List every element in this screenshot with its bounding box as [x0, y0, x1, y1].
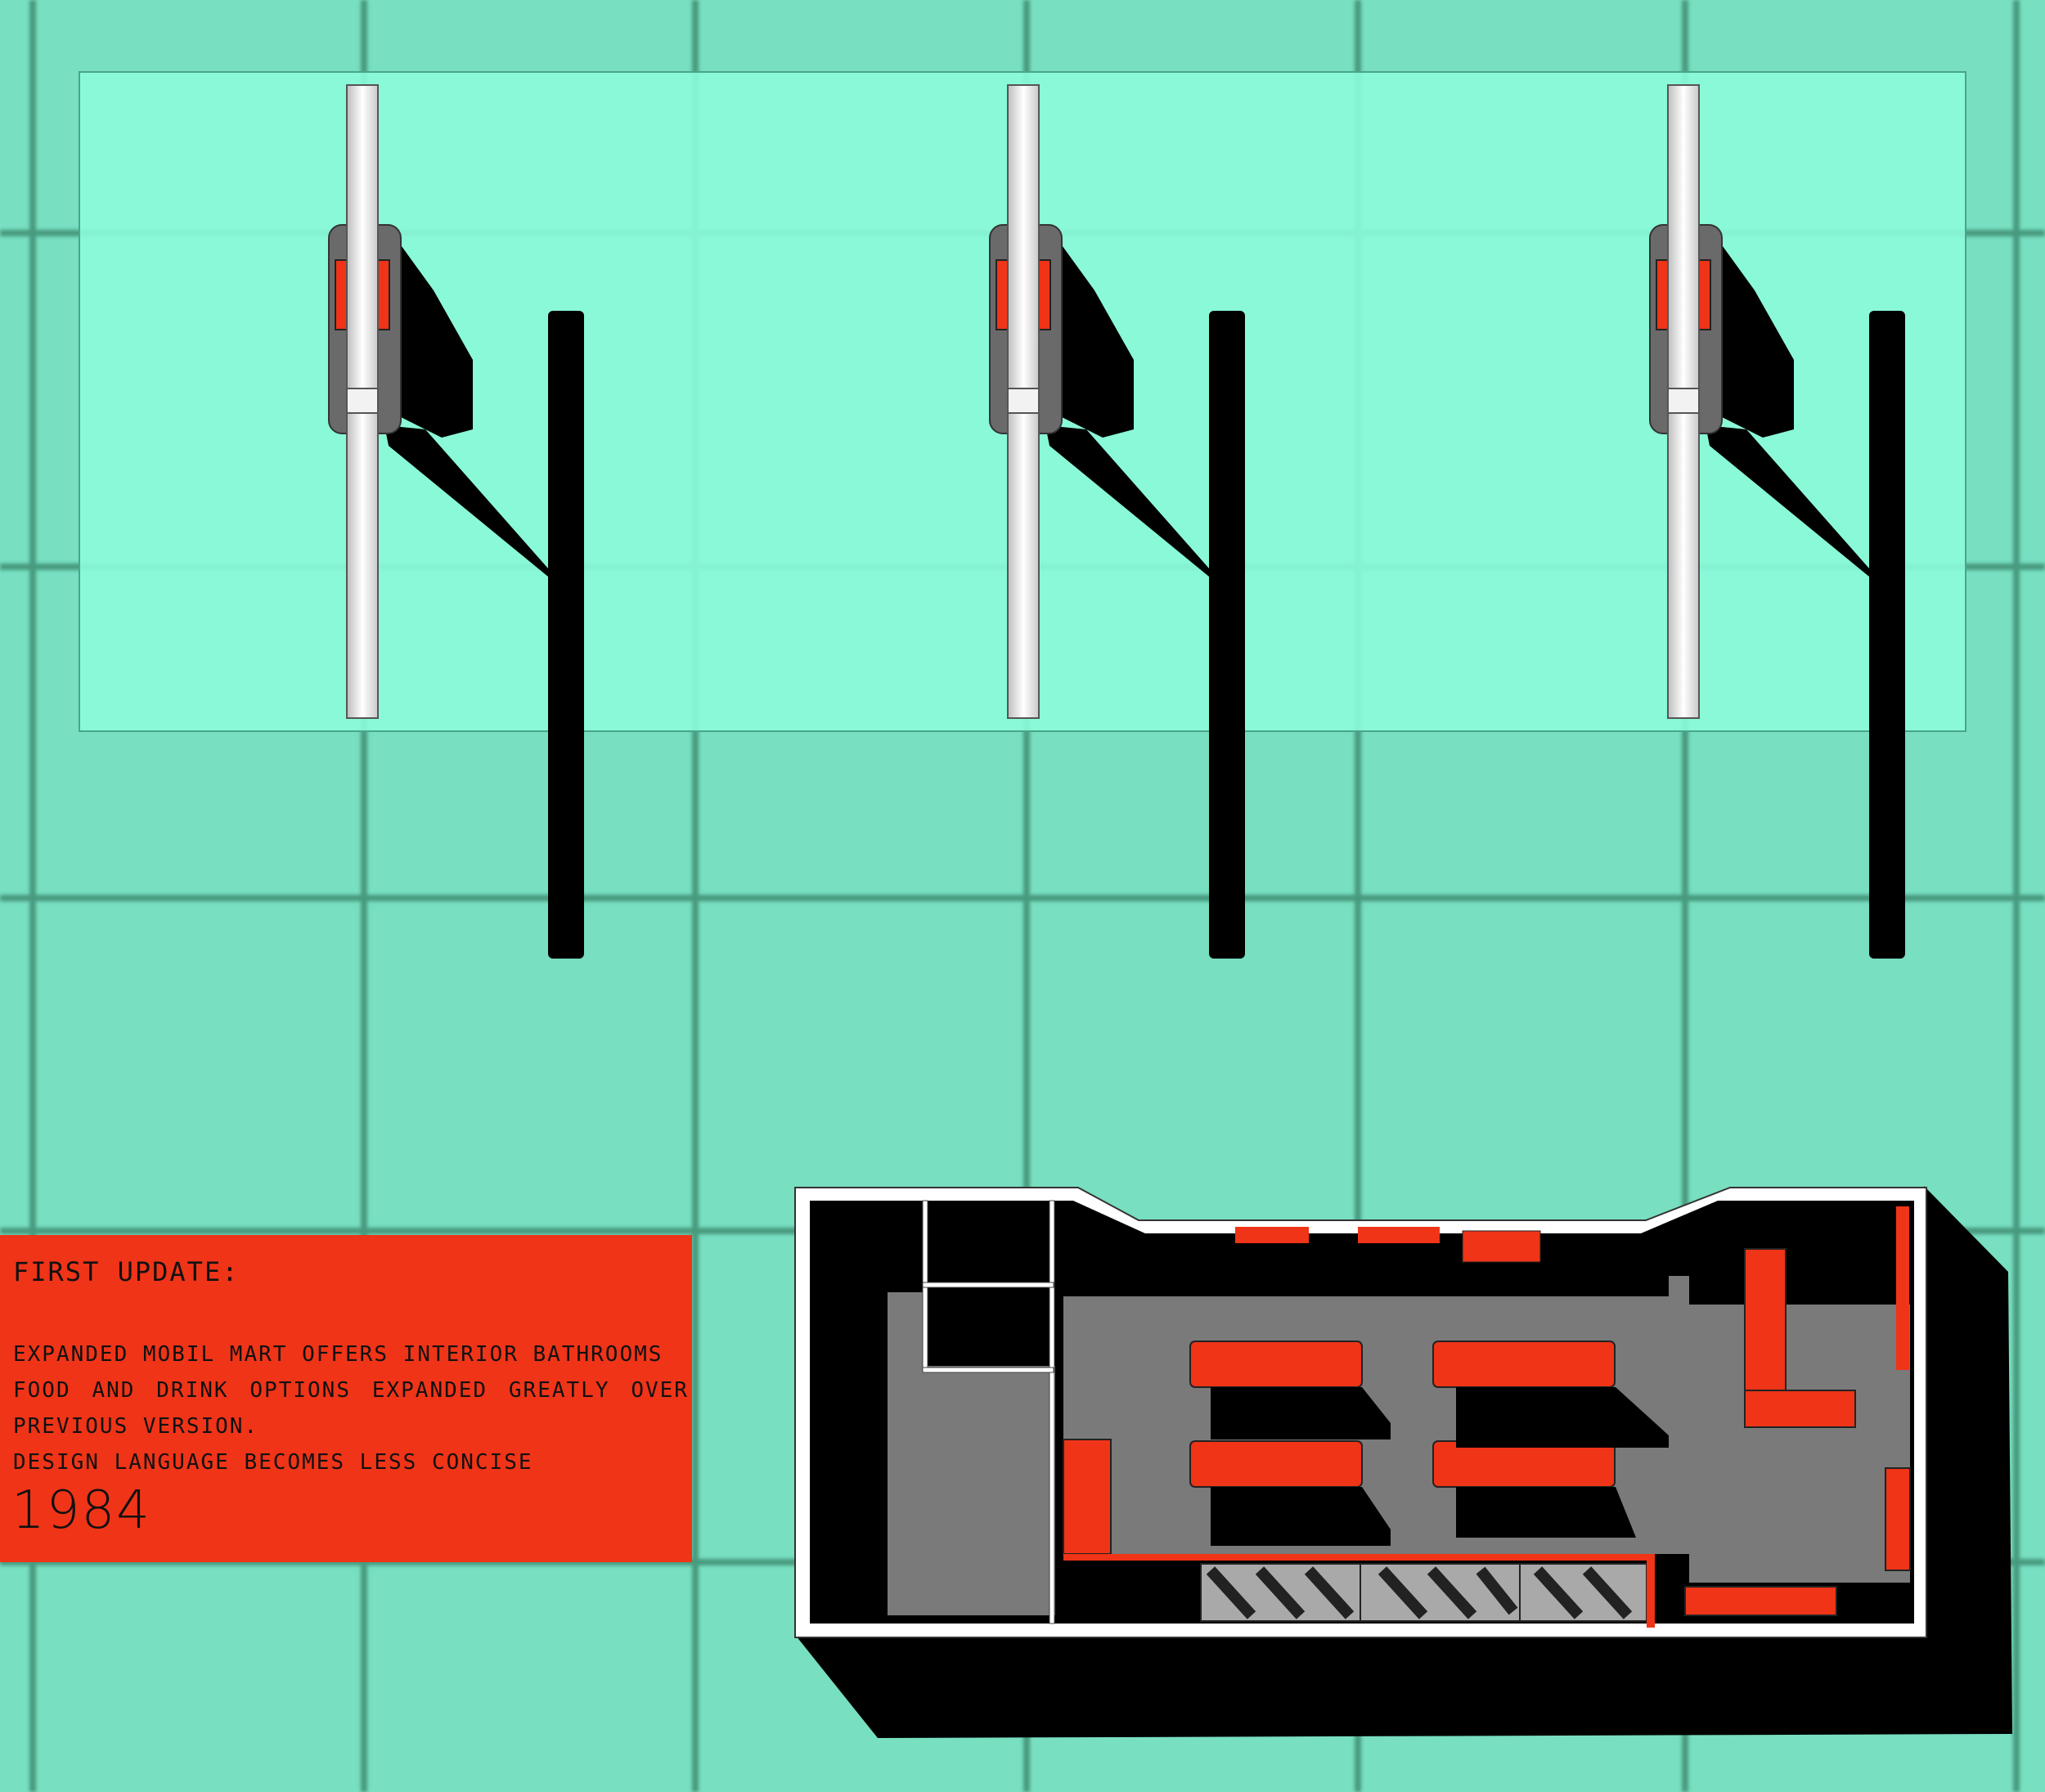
display-shelves: [1189, 1341, 1669, 1546]
caption-word: FOOD: [13, 1378, 71, 1403]
year-label: 1984: [11, 1480, 151, 1541]
caption-word: OPTIONS: [249, 1378, 351, 1403]
pump-island-3: [1649, 84, 1905, 959]
caption-line-3: PREVIOUS VERSION.: [13, 1414, 259, 1439]
canopy-support-shadow: [384, 311, 584, 941]
store-building: [794, 1186, 2012, 1738]
support-column-shadow: [548, 311, 584, 959]
caption-word: DRINK: [156, 1378, 229, 1403]
column-collar: [346, 388, 379, 414]
column-collar: [1667, 388, 1700, 414]
pump-shadow: [1045, 237, 1134, 438]
bathroom-rooms: [888, 1200, 1055, 1624]
caption-panel: FIRST UPDATE: EXPANDED MOBIL MART OFFERS…: [0, 1235, 692, 1562]
caption-word: GREATLY: [508, 1378, 610, 1403]
support-column-shadow: [1869, 311, 1905, 959]
building-shadow: [796, 1186, 2012, 1738]
pump-island-2: [989, 84, 1245, 959]
caption-line-2: FOOD AND DRINK OPTIONS EXPANDED GREATLY …: [13, 1372, 689, 1408]
pump-shadow: [1706, 237, 1794, 438]
caption-word: AND: [92, 1378, 136, 1403]
caption-line-1: EXPANDED MOBIL MART OFFERS INTERIOR BATH…: [13, 1342, 663, 1367]
pump-island-1: [328, 84, 584, 959]
caption-word: EXPANDED: [371, 1378, 488, 1403]
caption-line-4: DESIGN LANGUAGE BECOMES LESS CONCISE: [13, 1450, 533, 1475]
support-column-shadow: [1209, 311, 1245, 959]
caption-heading: FIRST UPDATE:: [13, 1256, 240, 1287]
pump-islands: [328, 84, 1905, 959]
storefront-windows: [1200, 1554, 1655, 1628]
pump-shadow: [384, 237, 473, 438]
counters: [1063, 1206, 1911, 1616]
column-collar: [1007, 388, 1040, 414]
caption-word: OVER: [631, 1378, 689, 1403]
canopy-support-shadow: [1706, 311, 1905, 941]
canopy-support-shadow: [1045, 311, 1245, 941]
